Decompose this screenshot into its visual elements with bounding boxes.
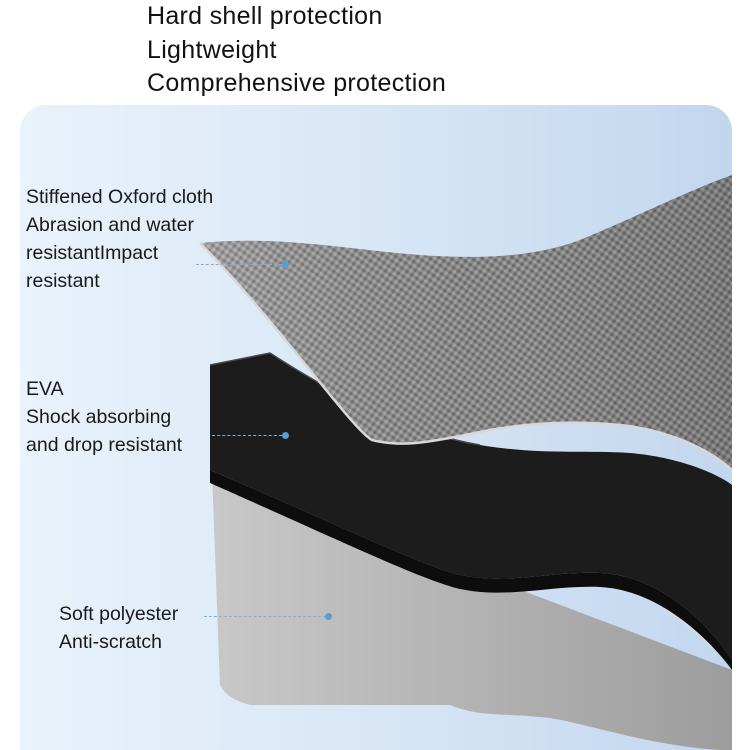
leader-dot-eva: [282, 432, 289, 439]
label-oxford-cloth: Stiffened Oxford cloth Abrasion and wate…: [26, 186, 214, 292]
material-layers-panel: Stiffened Oxford cloth Abrasion and wate…: [20, 105, 732, 750]
label-polyester: Soft polyester Anti-scratch: [59, 603, 179, 653]
headline-comprehensive: Comprehensive protection: [147, 69, 447, 97]
layers-illustration: [199, 175, 732, 750]
leader-line-polyester: [204, 616, 326, 617]
leader-line-oxford: [196, 264, 282, 265]
headline-hard-shell: Hard shell protection: [147, 2, 383, 30]
leader-dot-polyester: [325, 613, 332, 620]
leader-dot-oxford: [282, 261, 289, 268]
oxford-cloth-layer: [199, 175, 732, 471]
header-title-block: Hard shell protection Lightweight Compre…: [147, 0, 446, 101]
headline-lightweight: Lightweight: [147, 35, 277, 64]
label-eva: EVA Shock absorbing and drop resistant: [26, 378, 183, 456]
leader-line-eva: [212, 435, 282, 436]
